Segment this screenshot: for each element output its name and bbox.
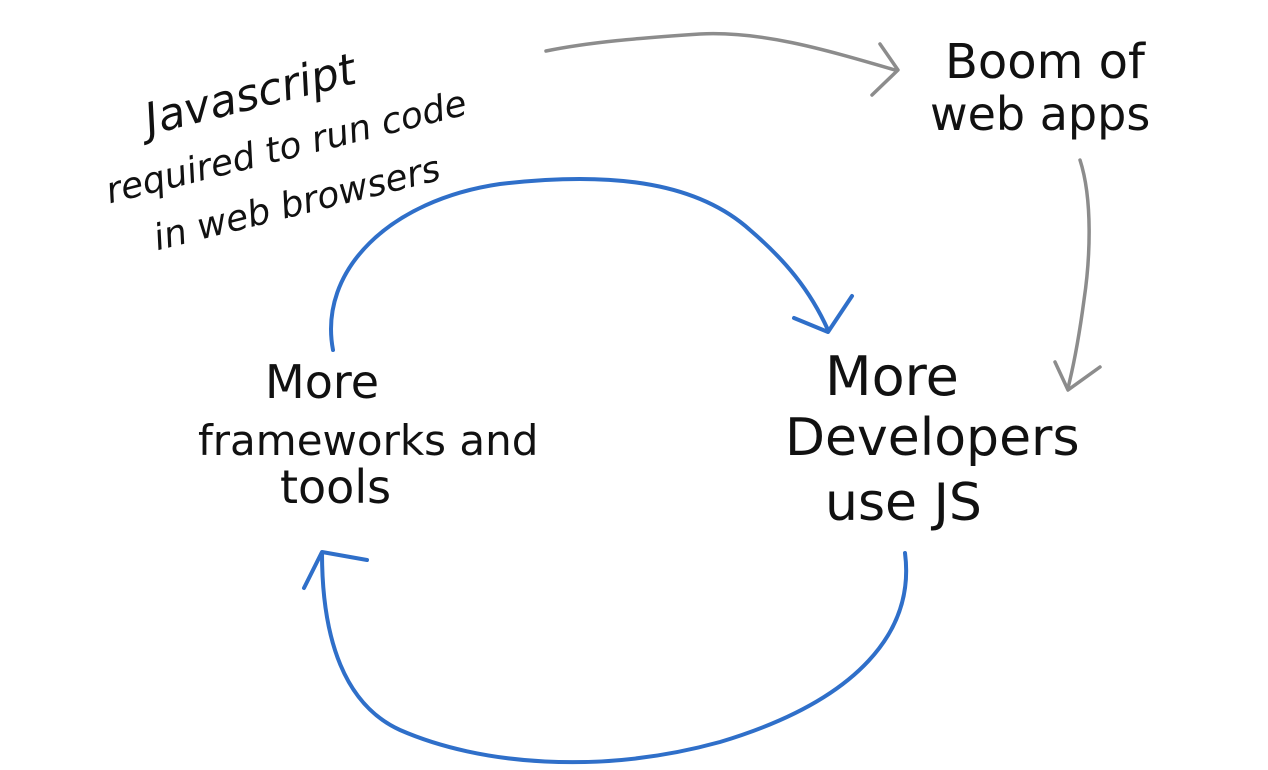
arrow-web-apps-to-developers	[1053, 158, 1102, 392]
node-developers-line-2: Developers	[785, 408, 1080, 468]
node-developers-line-1: More	[825, 345, 959, 408]
node-developers-line-3: use JS	[825, 473, 982, 533]
note-javascript-required: Javascript required to run code in web b…	[102, 44, 471, 260]
note-boom-web-apps: Boom of web apps	[930, 34, 1150, 141]
note-boom-line-2: web apps	[930, 87, 1150, 141]
arrow-developers-to-frameworks	[302, 550, 909, 765]
arrow-js-to-web-apps	[544, 31, 900, 97]
node-frameworks-line-1: More	[265, 355, 379, 409]
node-frameworks-line-2: frameworks and	[198, 416, 538, 465]
node-frameworks-line-3: tools	[280, 460, 391, 514]
node-more-developers: More Developers use JS	[785, 345, 1080, 533]
note-boom-line-1: Boom of	[945, 34, 1146, 90]
arrow-frameworks-to-developers	[329, 176, 854, 352]
node-more-frameworks: More frameworks and tools	[198, 355, 538, 514]
